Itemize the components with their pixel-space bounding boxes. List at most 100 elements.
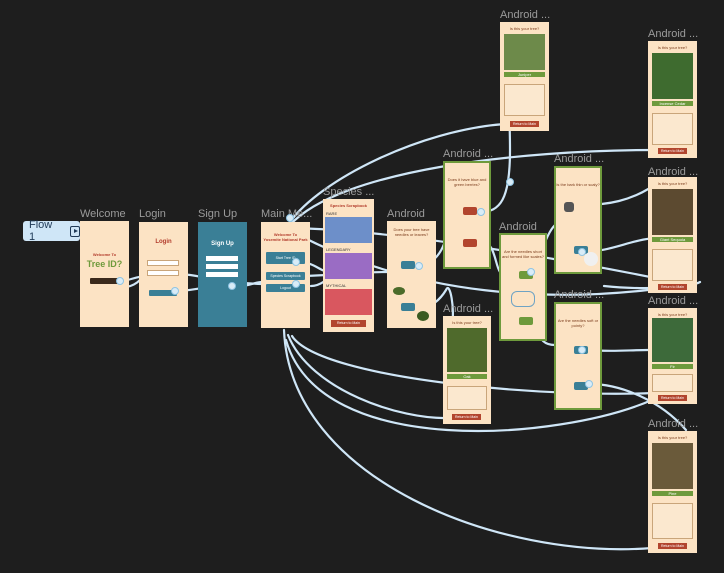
thin-bark-icon (564, 202, 574, 212)
section-rare: RARE (326, 211, 338, 216)
main-subtitle: Yosemite National Park (263, 237, 308, 242)
fir-return-button[interactable]: Return to Main (658, 395, 687, 401)
connection-node[interactable] (585, 380, 593, 388)
species-scrapbook-button[interactable]: Species Scrapbook (266, 272, 305, 280)
frame-label-r-fir: Android ... (648, 295, 699, 307)
sequoia-question: Is this your tree? (657, 181, 688, 186)
logout-button[interactable]: Logout (266, 284, 305, 292)
frame-question-3[interactable]: Are the needles short and formed like sc… (499, 233, 547, 341)
frame-result-pine[interactable]: Is this your tree? Pine Return to Main (648, 431, 697, 553)
login-button[interactable] (149, 290, 177, 296)
connection-node[interactable] (578, 346, 586, 354)
play-icon (69, 225, 80, 237)
pine-description (652, 503, 693, 539)
species-return-button[interactable]: Return to Main (331, 320, 366, 327)
species-title: Species Scrapbook (330, 203, 367, 208)
scale-needle-icon (511, 291, 535, 307)
frame-question-5[interactable]: Are the needles soft or pointy? (554, 302, 602, 410)
short-needles-yes[interactable] (519, 271, 533, 279)
signup-field-2[interactable] (206, 264, 238, 269)
connection-node[interactable] (286, 214, 294, 222)
frame-label-r-redwood: Android ... (648, 28, 699, 40)
connection-node[interactable] (578, 248, 586, 256)
q1-text: Does your tree have needles or leaves? (393, 227, 430, 237)
frame-welcome[interactable]: Welcome To Tree ID? (80, 221, 129, 327)
legendary-grid (325, 253, 372, 279)
frame-label-r-oak: Android ... (443, 303, 494, 315)
juniper-description (504, 84, 545, 116)
connection-node[interactable] (527, 268, 535, 276)
signup-field-3[interactable] (206, 272, 238, 277)
juniper-return-button[interactable]: Return to Main (510, 121, 539, 127)
connection-node[interactable] (171, 287, 179, 295)
sequoia-description (652, 249, 693, 281)
pine-photo (652, 443, 693, 489)
q3-text: Are the needles short and formed like sc… (501, 249, 545, 259)
frame-result-fir[interactable]: Is this your tree? Fir Return to Main (648, 308, 697, 404)
connection-node[interactable] (415, 262, 423, 270)
flow-start-button[interactable]: Flow 1 (23, 219, 80, 243)
cedar-photo (652, 53, 693, 99)
password-field[interactable] (147, 270, 179, 276)
connection-node[interactable] (477, 208, 485, 216)
frame-result-juniper[interactable]: Is this your tree? Juniper Return to Mai… (500, 22, 549, 131)
sequoia-photo (652, 189, 693, 235)
short-needles-no[interactable] (519, 317, 533, 325)
sequoia-name: Giant Sequoia (652, 237, 693, 242)
connection-node[interactable] (228, 282, 236, 290)
frame-result-giant-sequoia[interactable]: Is this your tree? Giant Sequoia Return … (648, 177, 697, 293)
section-mythical: MYTHICAL (326, 283, 347, 288)
pointy-option[interactable] (574, 382, 588, 390)
needles-option[interactable] (401, 261, 415, 269)
frame-label-species: Species ... (323, 186, 375, 198)
frame-label-r-pine: Android ... (648, 418, 699, 430)
q2-text: Does it have blue and green berries? (447, 177, 487, 187)
fir-name: Fir (652, 364, 693, 369)
connection-node[interactable] (506, 178, 514, 186)
oak-return-button[interactable]: Return to Main (452, 414, 481, 420)
sequoia-return-button[interactable]: Return to Main (658, 284, 687, 290)
username-field[interactable] (147, 260, 179, 266)
pine-question: Is this your tree? (657, 435, 688, 440)
section-legendary: LEGENDARY (326, 247, 351, 252)
juniper-question: Is this your tree? (509, 26, 540, 31)
welcome-title: Welcome To (92, 252, 117, 257)
frame-question-4[interactable]: Is the bark thin or scaly? (554, 166, 602, 274)
connection-node[interactable] (292, 258, 300, 266)
juniper-photo (504, 34, 545, 70)
frame-signup[interactable]: Sign Up (198, 222, 247, 327)
pine-return-button[interactable]: Return to Main (658, 543, 687, 549)
app-logo: Tree ID? (86, 259, 123, 269)
connection-node[interactable] (292, 280, 300, 288)
signup-title: Sign Up (211, 241, 234, 247)
frame-label-q3: Android (499, 221, 537, 233)
frame-result-incense-cedar[interactable]: Is this your tree? Incense Cedar Return … (648, 41, 697, 158)
q4-text: Is the bark thin or scaly? (556, 182, 600, 187)
cedar-return-button[interactable]: Return to Main (658, 148, 687, 154)
rare-grid (325, 217, 372, 243)
berries-yes-option[interactable] (463, 207, 477, 215)
signup-field-1[interactable] (206, 256, 238, 261)
frame-result-oak[interactable]: Is this your tree? Oak Return to Main (443, 316, 491, 424)
juniper-name: Juniper (504, 72, 545, 77)
frame-login[interactable]: Login (139, 222, 188, 327)
welcome-button[interactable] (90, 278, 120, 284)
mythical-grid (325, 289, 372, 315)
frame-label-r-sequoia: Android ... (648, 166, 699, 178)
oak-question: Is this your tree? (452, 320, 482, 325)
oak-name: Oak (447, 374, 487, 379)
main-title: Welcome To (273, 232, 298, 237)
frame-label-signup: Sign Up (198, 208, 238, 220)
cedar-description (652, 113, 693, 145)
frame-question-2[interactable]: Does it have blue and green berries? (443, 161, 491, 269)
frame-question-1[interactable]: Does your tree have needles or leaves? (387, 221, 436, 328)
frame-species-scrapbook[interactable]: Species Scrapbook RARE LEGENDARY MYTHICA… (323, 199, 374, 332)
connection-node[interactable] (116, 277, 124, 285)
frame-label-q2: Android ... (443, 148, 494, 160)
berries-no-option[interactable] (463, 239, 477, 247)
cedar-question: Is this your tree? (657, 45, 688, 50)
frame-main-menu[interactable]: Welcome To Yosemite National Park Start … (261, 222, 310, 328)
leaves-option[interactable] (401, 303, 415, 311)
frame-label-q5: Android ... (554, 289, 605, 301)
